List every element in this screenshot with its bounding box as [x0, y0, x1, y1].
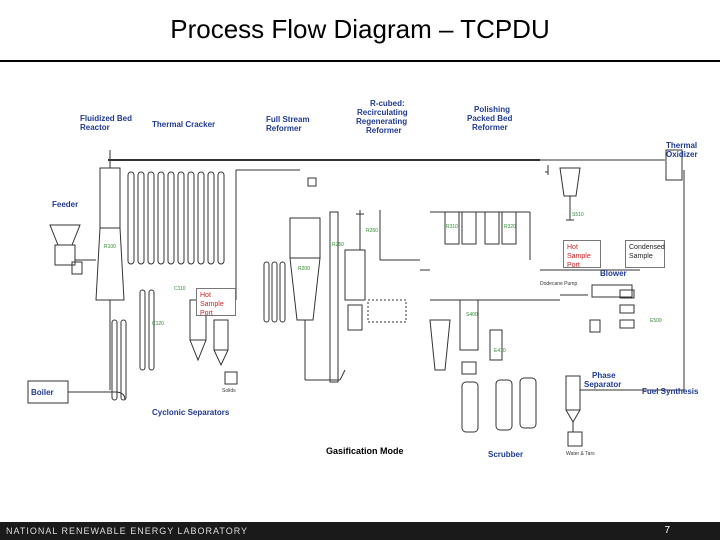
label-boiler: Boiler	[31, 388, 54, 397]
label-r-cubed-reformer: R-cubed: Recirculating Regenerating Refo…	[356, 99, 410, 135]
title-divider	[0, 60, 720, 62]
process-flow-diagram: R100 C110 C120 R200 R250 R260 R310 R320 …	[27, 99, 699, 459]
svg-text:E500: E500	[650, 318, 662, 324]
label-fuel-synthesis: Fuel Synthesis	[642, 387, 699, 396]
label-phase-separator: Phase Separator	[584, 371, 621, 389]
label-fluidized-bed-reactor: Fluidized Bed Reactor	[80, 114, 134, 132]
svg-text:R250: R250	[332, 242, 344, 248]
label-cyclonic-separators: Cyclonic Separators	[152, 408, 230, 417]
footer-lab-name: NATIONAL RENEWABLE ENERGY LABORATORY	[6, 526, 249, 536]
label-thermal-oxidizer: Thermal Oxidizer	[666, 141, 699, 159]
label-gasification-mode: Gasification Mode	[326, 446, 404, 456]
callout-condensed-sample: Condensed Sample	[625, 240, 665, 268]
svg-text:R310: R310	[446, 224, 458, 230]
slide-title: Process Flow Diagram – TCPDU	[170, 14, 550, 44]
dodecane-pump-note: Dodecane Pump	[540, 281, 577, 287]
svg-text:S400: S400	[466, 312, 478, 318]
svg-text:R100: R100	[104, 244, 116, 250]
page-number: 7	[664, 525, 670, 536]
label-feeder: Feeder	[52, 200, 78, 209]
callout-hot-sample-port-right: Hot Sample Port	[563, 240, 601, 269]
label-blower: Blower	[600, 269, 627, 278]
label-scrubber: Scrubber	[488, 450, 523, 459]
footer-bar	[0, 522, 720, 540]
svg-text:R200: R200	[298, 266, 310, 272]
svg-text:R260: R260	[366, 228, 378, 234]
label-thermal-cracker: Thermal Cracker	[152, 120, 215, 129]
solids-note: Solids	[222, 388, 236, 394]
label-full-stream-reformer: Full Stream Reformer	[266, 115, 312, 133]
callout-hot-sample-port-left: Hot Sample Port	[196, 288, 236, 317]
svg-text:C110: C110	[174, 286, 186, 292]
svg-text:E410: E410	[494, 348, 506, 354]
svg-text:R320: R320	[504, 224, 516, 230]
svg-text:C120: C120	[152, 321, 164, 327]
water-tars-note: Water & Tars	[566, 451, 595, 457]
svg-text:S510: S510	[572, 212, 584, 218]
label-polishing-packed-bed-reformer: Polishing Packed Bed Reformer	[467, 105, 515, 132]
